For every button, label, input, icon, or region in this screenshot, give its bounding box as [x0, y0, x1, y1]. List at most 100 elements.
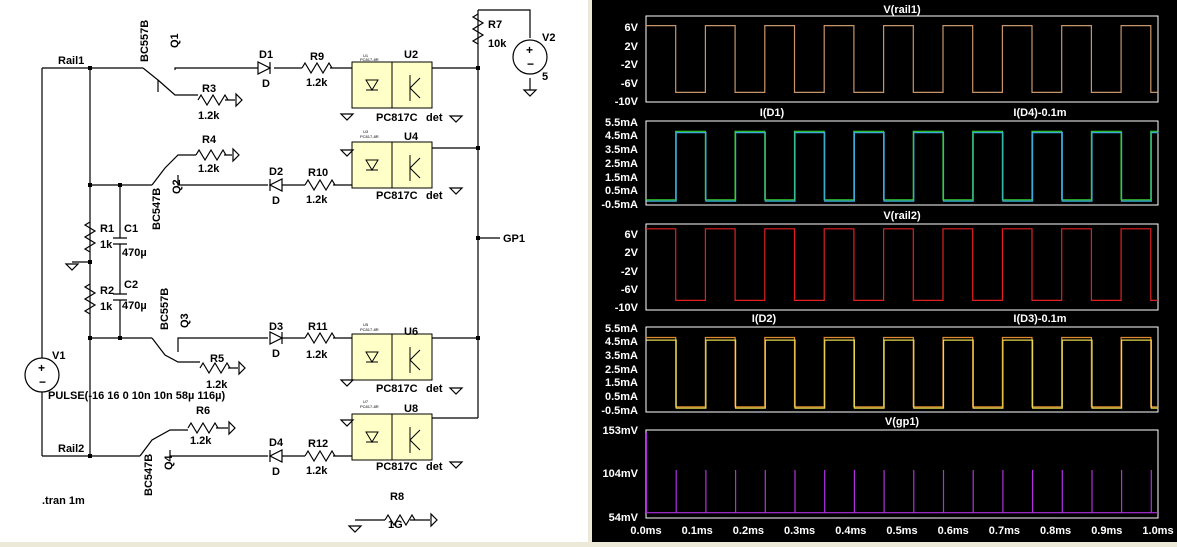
pane-divider[interactable]: [588, 0, 592, 542]
plot-area-diode-current-1: [646, 130, 1159, 202]
pane-frame: [645, 326, 1159, 413]
svg-text:D: D: [272, 348, 280, 360]
plot-area-rail1: [646, 25, 1158, 93]
svg-text:U4: U4: [404, 131, 419, 143]
svg-text:D: D: [272, 195, 280, 207]
resistor-r12[interactable]: R12 1.2k: [304, 438, 336, 477]
svg-text:-6V: -6V: [621, 284, 639, 296]
diode-d4[interactable]: D4 D: [268, 437, 284, 478]
transistor-q3[interactable]: BC557B Q3: [159, 288, 191, 330]
svg-text:10k: 10k: [488, 38, 507, 50]
resistor-r1[interactable]: R1 1k: [84, 221, 114, 253]
trace-i-d2-[interactable]: [646, 336, 1158, 408]
trace-label-v-rail2[interactable]: V(rail2): [883, 210, 921, 222]
x-tick-label: 0.2ms: [733, 525, 764, 537]
svg-text:-2V: -2V: [621, 59, 639, 71]
svg-text:1.5mA: 1.5mA: [605, 172, 638, 184]
x-tick-label: 0.4ms: [835, 525, 866, 537]
x-tick-label: 0.7ms: [989, 525, 1020, 537]
svg-text:1k: 1k: [100, 301, 113, 313]
trace-label-v-gp1[interactable]: V(gp1): [885, 416, 920, 428]
waveform-viewer[interactable]: V(rail1) 6V 2V -2V -6V -10V I(D1) I(D4)-…: [592, 0, 1177, 542]
svg-text:4.5mA: 4.5mA: [605, 130, 638, 142]
svg-text:V2: V2: [542, 32, 555, 44]
diode-d3[interactable]: D3 D: [269, 321, 284, 360]
plot-area-gp1: [645, 432, 1158, 514]
svg-text:-10V: -10V: [615, 96, 639, 108]
optocoupler-u4[interactable]: U3 PC817-8R U4 PC817C det: [340, 129, 463, 202]
trace-i-d1-[interactable]: [646, 130, 1158, 201]
svg-text:PC817-8R: PC817-8R: [360, 134, 379, 139]
trace-label-i-d2[interactable]: I(D2): [752, 313, 777, 325]
diode-d2[interactable]: D2 D: [268, 166, 283, 207]
trace-label-i-d3[interactable]: I(D3)-0.1m: [1013, 313, 1066, 325]
voltage-source-v2[interactable]: + − V2 5: [512, 32, 555, 83]
resistor-r6[interactable]: R6 1.2k: [187, 405, 236, 447]
svg-text:2V: 2V: [625, 247, 639, 259]
svg-text:1.5mA: 1.5mA: [605, 377, 638, 389]
trace-i-d4-0-1m[interactable]: [646, 132, 1159, 202]
schematic-pane[interactable]: Rail1 Rail2 GP1 BC557B Q1 BC547B Q2 BC55…: [0, 0, 588, 542]
waveform-canvas[interactable]: V(rail1) 6V 2V -2V -6V -10V I(D1) I(D4)-…: [592, 0, 1177, 542]
svg-text:Q2: Q2: [171, 179, 183, 194]
capacitor-c2[interactable]: C2 470µ: [113, 268, 147, 312]
svg-text:D4: D4: [269, 437, 284, 449]
svg-text:PC817C: PC817C: [376, 383, 418, 395]
x-tick-label: 1.0ms: [1142, 525, 1173, 537]
plot-area-diode-current-2: [646, 336, 1159, 409]
svg-text:Q3: Q3: [179, 313, 191, 328]
schematic-canvas[interactable]: Rail1 Rail2 GP1 BC557B Q1 BC547B Q2 BC55…: [0, 0, 588, 542]
resistor-r3[interactable]: R3 1.2k: [197, 83, 243, 122]
svg-text:det: det: [426, 461, 443, 473]
net-label-rail1[interactable]: Rail1: [58, 55, 84, 67]
svg-text:det: det: [426, 112, 443, 124]
plot-area-rail2: [646, 228, 1158, 301]
svg-text:104mV: 104mV: [603, 468, 639, 480]
trace-label-i-d1[interactable]: I(D1): [760, 107, 785, 119]
svg-text:54mV: 54mV: [609, 512, 639, 524]
net-label-rail2[interactable]: Rail2: [58, 443, 84, 455]
net-label-gp1[interactable]: GP1: [503, 233, 525, 245]
svg-text:1.2k: 1.2k: [206, 379, 228, 391]
trace-label-i-d4[interactable]: I(D4)-0.1m: [1013, 107, 1066, 119]
svg-text:3.5mA: 3.5mA: [605, 350, 638, 362]
spice-directive[interactable]: .tran 1m: [42, 495, 85, 507]
trace-v-rail1-[interactable]: [646, 25, 1158, 93]
optocoupler-u8[interactable]: U7 PC817-8R U8 PC817C det: [340, 399, 463, 473]
svg-text:5.5mA: 5.5mA: [605, 117, 638, 129]
diode-d1[interactable]: D1 D: [257, 49, 273, 90]
trace-i-d3-0-1m[interactable]: [646, 339, 1159, 409]
resistor-r9[interactable]: R9 1.2k: [301, 51, 333, 89]
svg-text:1.2k: 1.2k: [306, 194, 328, 206]
svg-text:D1: D1: [259, 49, 273, 61]
resistor-r2[interactable]: R2 1k: [84, 283, 114, 315]
svg-text:5: 5: [542, 71, 548, 83]
svg-text:D2: D2: [269, 166, 283, 178]
optocoupler-u6[interactable]: U5 PC817-8R U6 PC817C det: [340, 322, 463, 395]
trace-label-v-rail1[interactable]: V(rail1): [883, 4, 921, 16]
svg-text:D: D: [262, 78, 270, 90]
y-tick-labels: 5.5mA 4.5mA 3.5mA 2.5mA 1.5mA 0.5mA -0.5…: [601, 117, 638, 211]
resistor-r11[interactable]: R11 1.2k: [304, 321, 336, 361]
resistor-r8[interactable]: R8 1G: [348, 491, 438, 533]
optocoupler-u2[interactable]: U1 PC817-8R U2 PC817C det: [340, 49, 463, 124]
svg-text:R1: R1: [100, 223, 114, 235]
trace-v-gp1-[interactable]: [645, 432, 1158, 514]
svg-text:R5: R5: [210, 353, 224, 365]
transistor-q4[interactable]: BC547B Q4: [143, 454, 175, 496]
resistor-r10[interactable]: R10 1.2k: [304, 167, 336, 206]
svg-text:R6: R6: [196, 405, 210, 417]
transistor-q1[interactable]: BC557B Q1: [139, 20, 181, 62]
svg-text:PC817-8R: PC817-8R: [360, 57, 379, 62]
y-tick-labels: 153mV 104mV 54mV: [603, 425, 639, 524]
transistor-q2[interactable]: BC547B Q2: [151, 179, 183, 230]
resistor-r7[interactable]: R7 10k: [472, 13, 507, 50]
resistor-r4[interactable]: R4 1.2k: [195, 134, 240, 175]
voltage-source-v1[interactable]: + − V1 PULSE(-16 16 0 10n 10n 58µ 116µ): [24, 350, 225, 402]
resistor-r5[interactable]: R5 1.2k: [199, 353, 246, 391]
capacitor-c1[interactable]: C1 470µ: [113, 210, 147, 259]
svg-text:U8: U8: [404, 403, 418, 415]
svg-text:U7: U7: [363, 399, 369, 404]
trace-v-rail2-[interactable]: [646, 228, 1158, 301]
svg-text:BC557B: BC557B: [159, 288, 171, 330]
